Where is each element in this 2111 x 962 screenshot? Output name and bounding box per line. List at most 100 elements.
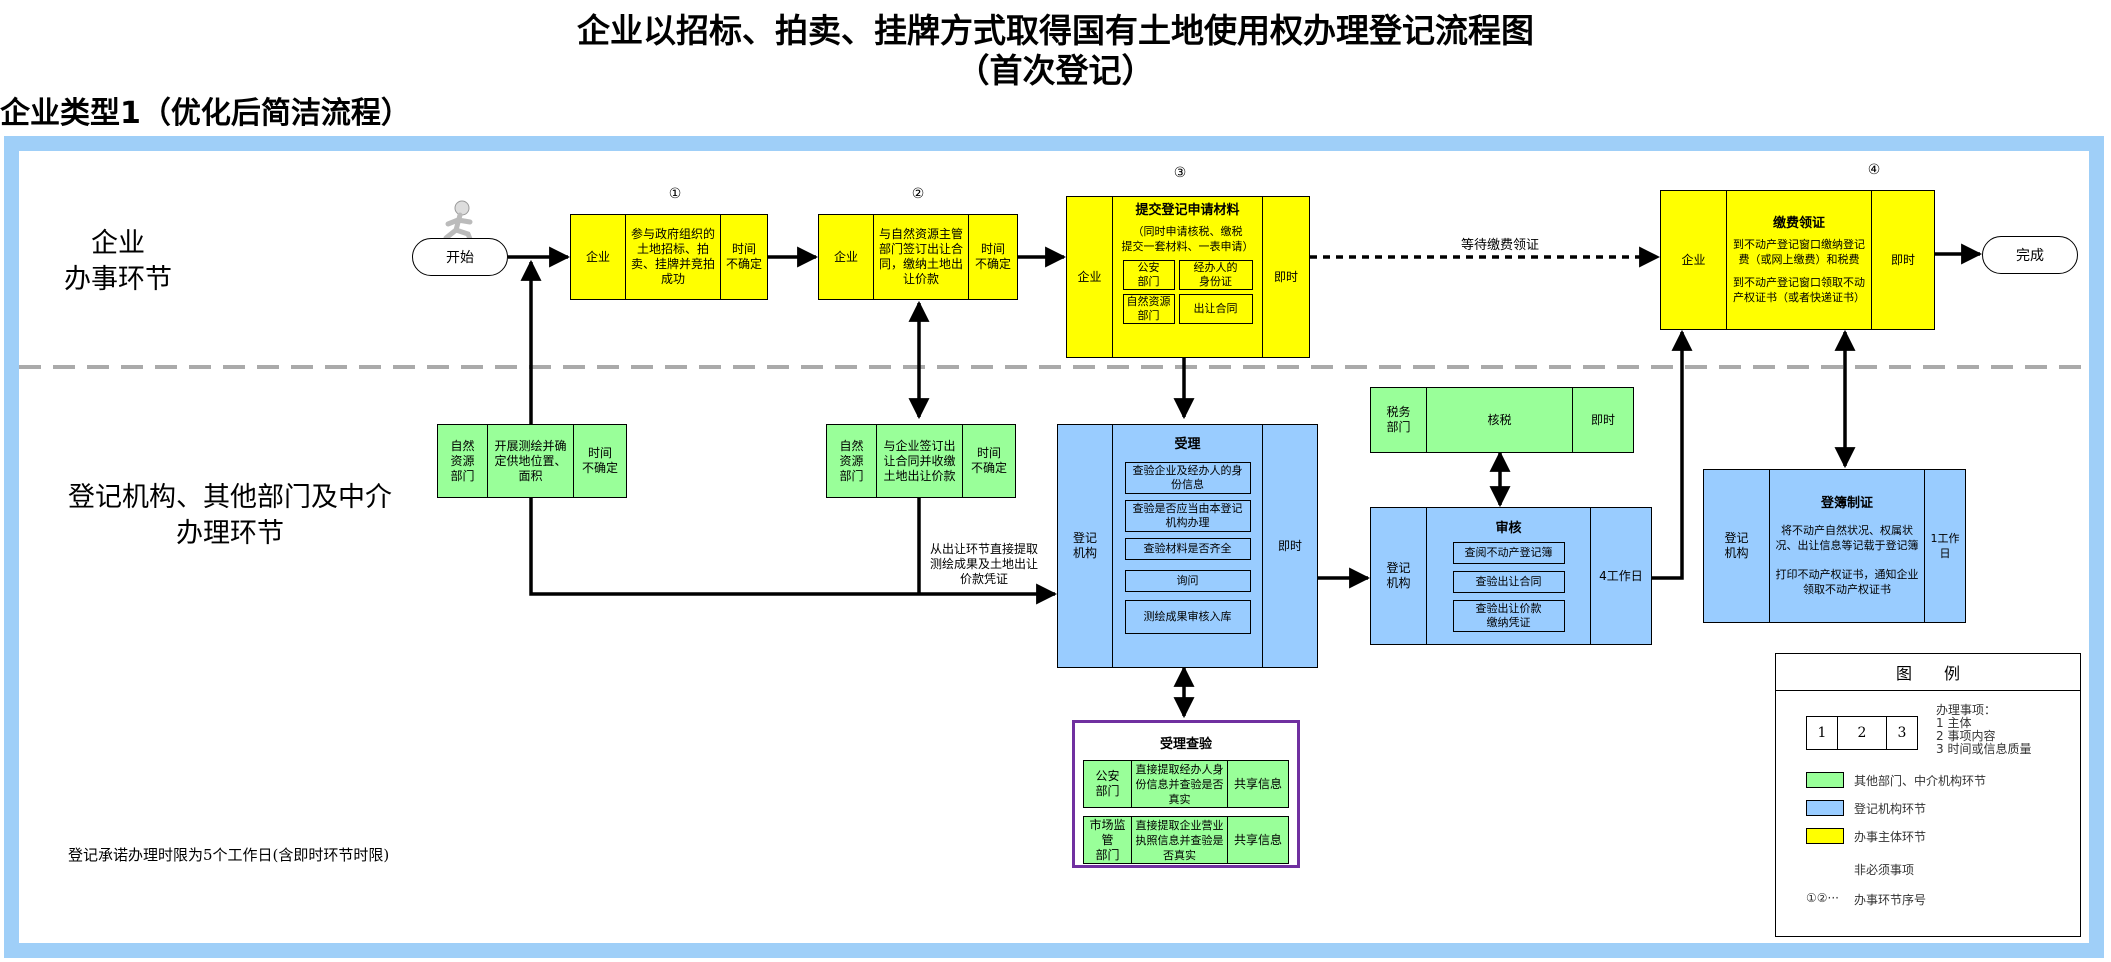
contract-box: 自然 资源 部门 与企业签订出让合同并收缴土地出让价款 时间 不确定: [826, 424, 1016, 498]
step4-line2: 到不动产登记窗口领取不动产权证书（或者快递证书）: [1733, 275, 1865, 304]
extract-note: 从出让环节直接提取 测绘成果及土地出让 价款凭证: [929, 542, 1038, 586]
diagram-subtitle: （首次登记）: [956, 51, 1155, 90]
legend-swatch-green: [1806, 772, 1844, 788]
legend-label-yellow: 办事主体环节: [1854, 830, 1927, 844]
survey-time: 时间 不确定: [581, 446, 618, 475]
legend-matter-cells: 1 2 3: [1806, 716, 1918, 750]
verify-row-1: 公安 部门 直接提取经办人身份信息并查验是否真实 共享信息: [1083, 760, 1289, 808]
legend-swatch-blue: [1806, 800, 1844, 816]
step4-heading: 缴费领证: [1772, 215, 1825, 231]
legend-step-symbol: ①②···: [1806, 891, 1839, 905]
legend-matter-text: 办理事项： 1 主体 2 事项内容 3 时间或信息质量: [1936, 704, 2031, 756]
register-time: 1工作日: [1930, 532, 1960, 560]
accept-item-4: 询问: [1124, 570, 1251, 592]
step1-box: 企业 参与政府组织的土地招标、拍卖、挂牌并竞拍成功 时间 不确定: [570, 214, 768, 300]
contract-actor: 自然 资源 部门: [827, 425, 877, 497]
step-number-1: ①: [668, 186, 682, 202]
accept-item-1: 查验企业及经办人的身份信息: [1124, 462, 1251, 494]
legend-swatch-yellow: [1806, 828, 1844, 844]
tax-content: 核税: [1427, 388, 1573, 452]
section-heading: 企业类型1（优化后简洁流程）: [0, 96, 411, 131]
verify-row-1-mode: 共享信息: [1233, 776, 1282, 791]
start-node: 开始: [412, 238, 508, 276]
wait-label: 等待缴费领证: [1460, 238, 1539, 253]
contract-content: 与企业签订出让合同并收缴土地出让价款: [877, 425, 963, 497]
step3-time: 即时: [1273, 269, 1298, 284]
review-actor: 登记 机构: [1371, 508, 1427, 644]
register-actor: 登记 机构: [1704, 470, 1770, 622]
arrow-review-step4: [1652, 329, 1693, 580]
register-heading: 登簿制证: [1820, 495, 1873, 511]
step-number-4: ④: [1867, 162, 1881, 178]
legend-matter-item-2: 2 事项内容: [1936, 729, 1996, 743]
running-person-icon: [443, 200, 475, 247]
accept-item-2: 查验是否应当由本登记机构办理: [1124, 500, 1251, 532]
tax-time: 即时: [1590, 412, 1615, 427]
step3-box: 企业 提交登记申请材料 （同时申请核税、缴税 提交一套材料、一表申请） 公安 部…: [1066, 196, 1310, 358]
tax-actor: 税务 部门: [1371, 388, 1427, 452]
end-node: 完成: [1982, 236, 2078, 274]
accept-heading: 受理: [1174, 437, 1201, 452]
step1-actor: 企业: [571, 215, 626, 299]
step3-sub-doc-2: 出让合同: [1178, 294, 1253, 324]
step2-box: 企业 与自然资源主管部门签订出让合同，缴纳土地出让价款 时间 不确定: [818, 214, 1018, 300]
accept-actor: 登记 机构: [1058, 425, 1113, 667]
lane-label-enterprise: 企业 办事环节: [64, 228, 172, 295]
survey-actor: 自然 资源 部门: [438, 425, 488, 497]
review-box: 登记 机构 审核 查阅不动产登记簿 查验出让合同 查验出让价款 缴纳凭证 4工作…: [1370, 507, 1652, 645]
verify-heading: 受理查验: [1159, 737, 1212, 752]
legend-cell-1: 1: [1807, 717, 1838, 749]
step3-desc: （同时申请核税、缴税 提交一套材料、一表申请）: [1121, 225, 1254, 253]
step4-box: 企业 缴费领证 到不动产登记窗口缴纳登记费（或网上缴费）和税费 到不动产登记窗口…: [1660, 190, 1935, 330]
accept-box: 登记 机构 受理 查验企业及经办人的身份信息 查验是否应当由本登记机构办理 查验…: [1057, 424, 1318, 668]
verify-row-2-org: 市场监管 部门: [1084, 817, 1132, 863]
step3-actor: 企业: [1067, 197, 1113, 357]
verify-row-2-mode: 共享信息: [1233, 832, 1282, 847]
step1-time: 时间 不确定: [725, 242, 762, 271]
legend: 图 例 1 2 3 办理事项： 1 主体 2 事项内容 3 时间或信息质量 其他…: [1775, 653, 2081, 937]
review-heading: 审核: [1495, 520, 1522, 536]
step3-sub-doc-1: 经办人的 身份证: [1178, 260, 1253, 290]
step1-content: 参与政府组织的土地招标、拍卖、挂牌并竞拍成功: [626, 215, 721, 299]
step3-heading: 提交登记申请材料: [1135, 203, 1240, 218]
legend-label-green: 其他部门、中介机构环节: [1854, 774, 1987, 788]
step3-sub-org-1: 公安 部门: [1122, 260, 1175, 290]
register-line1: 将不动产自然状况、权属状况、出让信息等记载于登记簿: [1775, 523, 1919, 552]
diagram-frame: [4, 136, 2104, 958]
step2-content: 与自然资源主管部门签订出让合同，缴纳土地出让价款: [874, 215, 969, 299]
promise-note: 登记承诺办理时限为5个工作日(含即时环节时限): [68, 846, 390, 864]
register-box: 登记 机构 登簿制证 将不动产自然状况、权属状况、出让信息等记载于登记簿 打印不…: [1703, 469, 1966, 623]
survey-content: 开展测绘并确定供地位置、面积: [488, 425, 574, 497]
tax-box: 税务 部门 核税 即时: [1370, 387, 1634, 453]
verify-row-2: 市场监管 部门 直接提取企业营业执照信息并查验是否真实 共享信息: [1083, 816, 1289, 864]
legend-matter-item-3: 3 时间或信息质量: [1936, 742, 2032, 756]
accept-time: 即时: [1277, 538, 1302, 553]
lane-label-agencies: 登记机构、其他部门及中介 办理环节: [68, 482, 392, 549]
legend-cell-2: 2: [1838, 717, 1887, 749]
verify-row-1-content: 直接提取经办人身份信息并查验是否真实: [1132, 761, 1228, 807]
step4-actor: 企业: [1661, 191, 1727, 329]
step-number-2: ②: [911, 186, 925, 202]
arrow-survey-accept: [529, 490, 1058, 605]
review-item-1: 查阅不动产登记簿: [1452, 541, 1565, 564]
step4-time: 即时: [1890, 252, 1915, 267]
legend-title: 图 例: [1776, 654, 2080, 691]
legend-label-optional: 非必须事项: [1854, 863, 1915, 877]
step4-line1: 到不动产登记窗口缴纳登记费（或网上缴费）和税费: [1733, 237, 1865, 266]
step2-actor: 企业: [819, 215, 874, 299]
legend-label-sequence: 办事环节序号: [1854, 893, 1927, 907]
step-number-3: ③: [1173, 165, 1187, 181]
verify-row-2-content: 直接提取企业营业执照信息并查验是否真实: [1132, 817, 1228, 863]
accept-item-3: 查验材料是否齐全: [1124, 538, 1251, 560]
review-time: 4工作日: [1599, 568, 1643, 583]
verify-box: 受理查验 公安 部门 直接提取经办人身份信息并查验是否真实 共享信息 市场监管 …: [1072, 720, 1300, 868]
diagram-title: 企业以招标、拍卖、挂牌方式取得国有土地使用权办理登记流程图: [577, 11, 1534, 50]
verify-row-1-org: 公安 部门: [1084, 761, 1132, 807]
step3-sub-org-2: 自然资源 部门: [1122, 294, 1175, 324]
accept-item-5: 测绘成果审核入库: [1124, 600, 1251, 634]
survey-box: 自然 资源 部门 开展测绘并确定供地位置、面积 时间 不确定: [437, 424, 627, 498]
review-item-2: 查验出让合同: [1452, 570, 1565, 593]
legend-label-blue: 登记机构环节: [1854, 802, 1927, 816]
legend-matter-item-1: 1 主体: [1936, 716, 1972, 730]
